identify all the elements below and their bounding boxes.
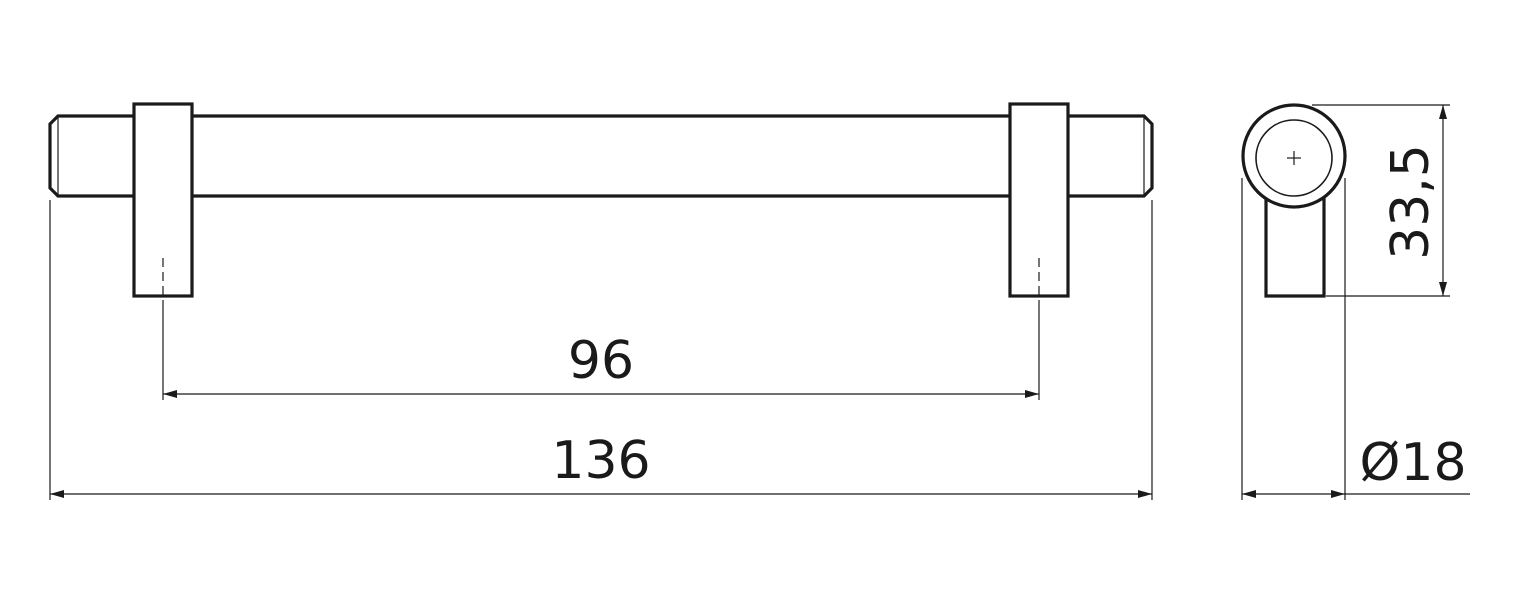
- hole-spacing-label: 96: [568, 331, 634, 391]
- bar-section-inner: [1255, 119, 1333, 197]
- arrowhead-top: [1439, 105, 1447, 119]
- arrowhead-right: [1138, 490, 1152, 498]
- arrowhead-bottom: [1439, 282, 1447, 296]
- handle-bar: [48, 114, 1154, 198]
- arrowhead-right: [1331, 490, 1345, 498]
- dimension-height: 33,5: [1312, 104, 1450, 297]
- arrowhead-right: [1025, 390, 1039, 398]
- left-leg: [132, 102, 194, 298]
- dimension-hole-spacing: 96: [162, 300, 1040, 400]
- overall-length-label: 136: [551, 431, 650, 491]
- arrowhead-left: [1242, 490, 1256, 498]
- arrowhead-left: [50, 490, 64, 498]
- diameter-label: Ø18: [1359, 433, 1466, 493]
- height-label: 33,5: [1381, 144, 1441, 260]
- handle-front-view: [48, 102, 1154, 298]
- dimension-diameter: Ø18: [1241, 178, 1470, 500]
- handle-side-view: [1241, 103, 1347, 298]
- dimension-overall-length: 136: [49, 200, 1153, 500]
- right-leg: [1008, 102, 1070, 298]
- arrowhead-left: [163, 390, 177, 398]
- side-leg: [1264, 190, 1326, 298]
